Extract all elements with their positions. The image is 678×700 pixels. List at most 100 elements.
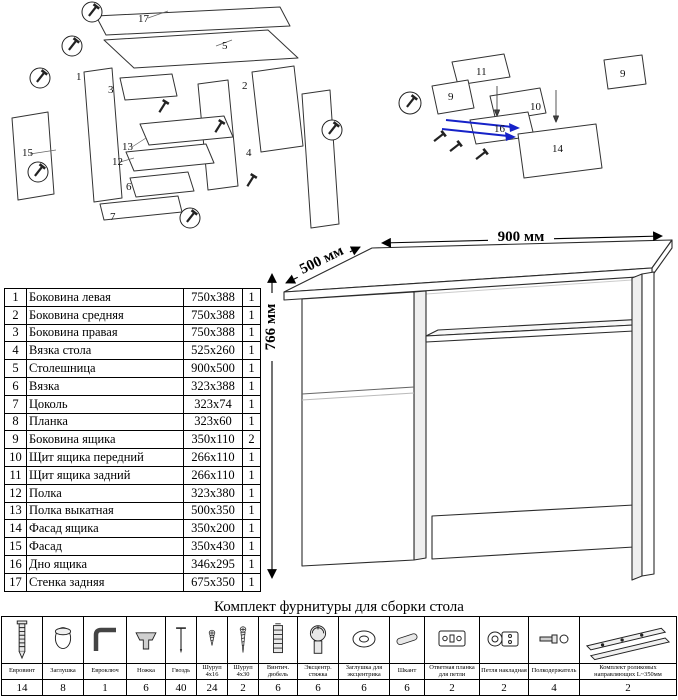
hardware-qty: 2 xyxy=(625,681,631,694)
part-name: Вязка xyxy=(26,376,184,396)
desk-drawing: 900 мм 500 мм 766 мм xyxy=(263,230,673,581)
hardware-item: Винтич. дюбель 6 xyxy=(259,617,298,695)
hardware-label: Ответная планка для петли xyxy=(425,664,479,680)
callout-9b: 9 xyxy=(620,68,626,80)
part-callouts-drawer: 11 9 9 10 16 14 xyxy=(448,66,626,155)
hardware-label: Заглушка xyxy=(43,664,83,680)
exploded-view-main xyxy=(11,6,340,229)
part-size: 900x500 xyxy=(183,359,243,378)
hardware-qty: 24 xyxy=(206,681,218,694)
callout-14: 14 xyxy=(552,143,564,155)
assembly-arrows xyxy=(441,119,520,141)
part-name: Вязка стола xyxy=(26,341,184,361)
hardware-qty: 2 xyxy=(240,681,246,694)
part-qty: 1 xyxy=(242,305,261,325)
part-name: Боковина левая xyxy=(26,288,184,307)
callout-12: 12 xyxy=(112,156,123,168)
hardware-label: Петля накладная xyxy=(480,664,528,680)
desk-body xyxy=(283,239,673,581)
roller-rails-icon xyxy=(580,617,676,664)
part-num: 17 xyxy=(4,572,27,592)
hardware-qty: 6 xyxy=(404,681,410,694)
screw-callouts-drawer xyxy=(398,91,489,162)
part-name: Щит ящика передний xyxy=(26,448,184,467)
part-num: 9 xyxy=(4,430,27,450)
pedestal-front xyxy=(301,291,415,567)
hardware-qty: 40 xyxy=(175,681,187,694)
hardware-label: Винтич. дюбель xyxy=(259,664,297,680)
hardware-qty: 8 xyxy=(60,681,66,694)
exploded-view-drawer xyxy=(431,53,647,179)
part-num: 15 xyxy=(4,537,27,556)
panel-tabletop xyxy=(103,29,299,69)
part-num: 6 xyxy=(4,376,27,396)
panel-back-wall xyxy=(95,6,291,36)
part-num: 16 xyxy=(4,554,27,574)
drawer-front-line xyxy=(301,386,415,395)
hardware-qty: 4 xyxy=(551,681,557,694)
panel-drawer-side-left xyxy=(431,79,475,115)
part-num: 2 xyxy=(4,305,27,325)
callout-15: 15 xyxy=(22,147,34,159)
hardware-label: Ножка xyxy=(127,664,165,680)
part-qty: 1 xyxy=(242,323,261,343)
right-side-panel xyxy=(641,271,655,577)
back-stretcher xyxy=(431,504,635,560)
hardware-label: Полкодержатель xyxy=(529,664,579,680)
panel-drawer-facade xyxy=(517,123,603,179)
leg-icon xyxy=(127,617,165,664)
hardware-item: Эксцентр. стяжка 6 xyxy=(298,617,339,695)
part-size: 525x260 xyxy=(183,341,243,361)
callout-4: 4 xyxy=(246,147,252,159)
hardware-label: Заглушка для эксцентрика xyxy=(339,664,389,680)
part-num: 10 xyxy=(4,448,27,467)
hardware-label: Евровинт xyxy=(2,664,42,680)
pedestal-side-edge xyxy=(413,290,427,561)
part-size: 750x388 xyxy=(183,323,243,343)
dowel-icon xyxy=(390,617,424,664)
shelf-pin-icon xyxy=(529,617,579,664)
part-callouts-main: 17 5 1 3 2 4 13 12 6 7 15 xyxy=(22,13,252,223)
hardware-item: Евровинт 14 xyxy=(2,617,43,695)
part-num: 8 xyxy=(4,412,27,432)
hardware-item: Заглушка 8 xyxy=(43,617,84,695)
dim-height-label: 766 мм xyxy=(263,304,279,351)
drawer-front-line2 xyxy=(301,392,415,401)
cap-icon xyxy=(43,617,83,664)
part-num: 1 xyxy=(4,288,27,307)
callout-17: 17 xyxy=(138,13,150,25)
hardware-item: Заглушка для эксцентрика 6 xyxy=(339,617,390,695)
hardware-qty: 2 xyxy=(501,681,507,694)
panel-vyazka xyxy=(129,171,195,198)
part-size: 500x350 xyxy=(183,501,243,521)
part-size: 323x74 xyxy=(183,394,243,414)
part-name: Стенка задняя xyxy=(26,572,184,592)
part-num: 4 xyxy=(4,341,27,361)
part-size: 323x380 xyxy=(183,483,243,503)
callout-16: 16 xyxy=(494,123,506,135)
hardware-qty: 6 xyxy=(315,681,321,694)
part-size: 346x295 xyxy=(183,554,243,574)
hardware-item: Шкант 6 xyxy=(390,617,425,695)
hardware-label: Гвоздь xyxy=(166,664,196,680)
callout-13: 13 xyxy=(122,141,134,153)
part-num: 3 xyxy=(4,323,27,343)
part-name: Боковина правая xyxy=(26,323,184,343)
part-size: 350x430 xyxy=(183,537,243,556)
part-name: Фасад xyxy=(26,537,184,556)
hardware-item: Гвоздь 40 xyxy=(166,617,197,695)
hardware-item: Ножка 6 xyxy=(127,617,166,695)
hardware-qty: 6 xyxy=(275,681,281,694)
hinge-plate-icon xyxy=(425,617,479,664)
